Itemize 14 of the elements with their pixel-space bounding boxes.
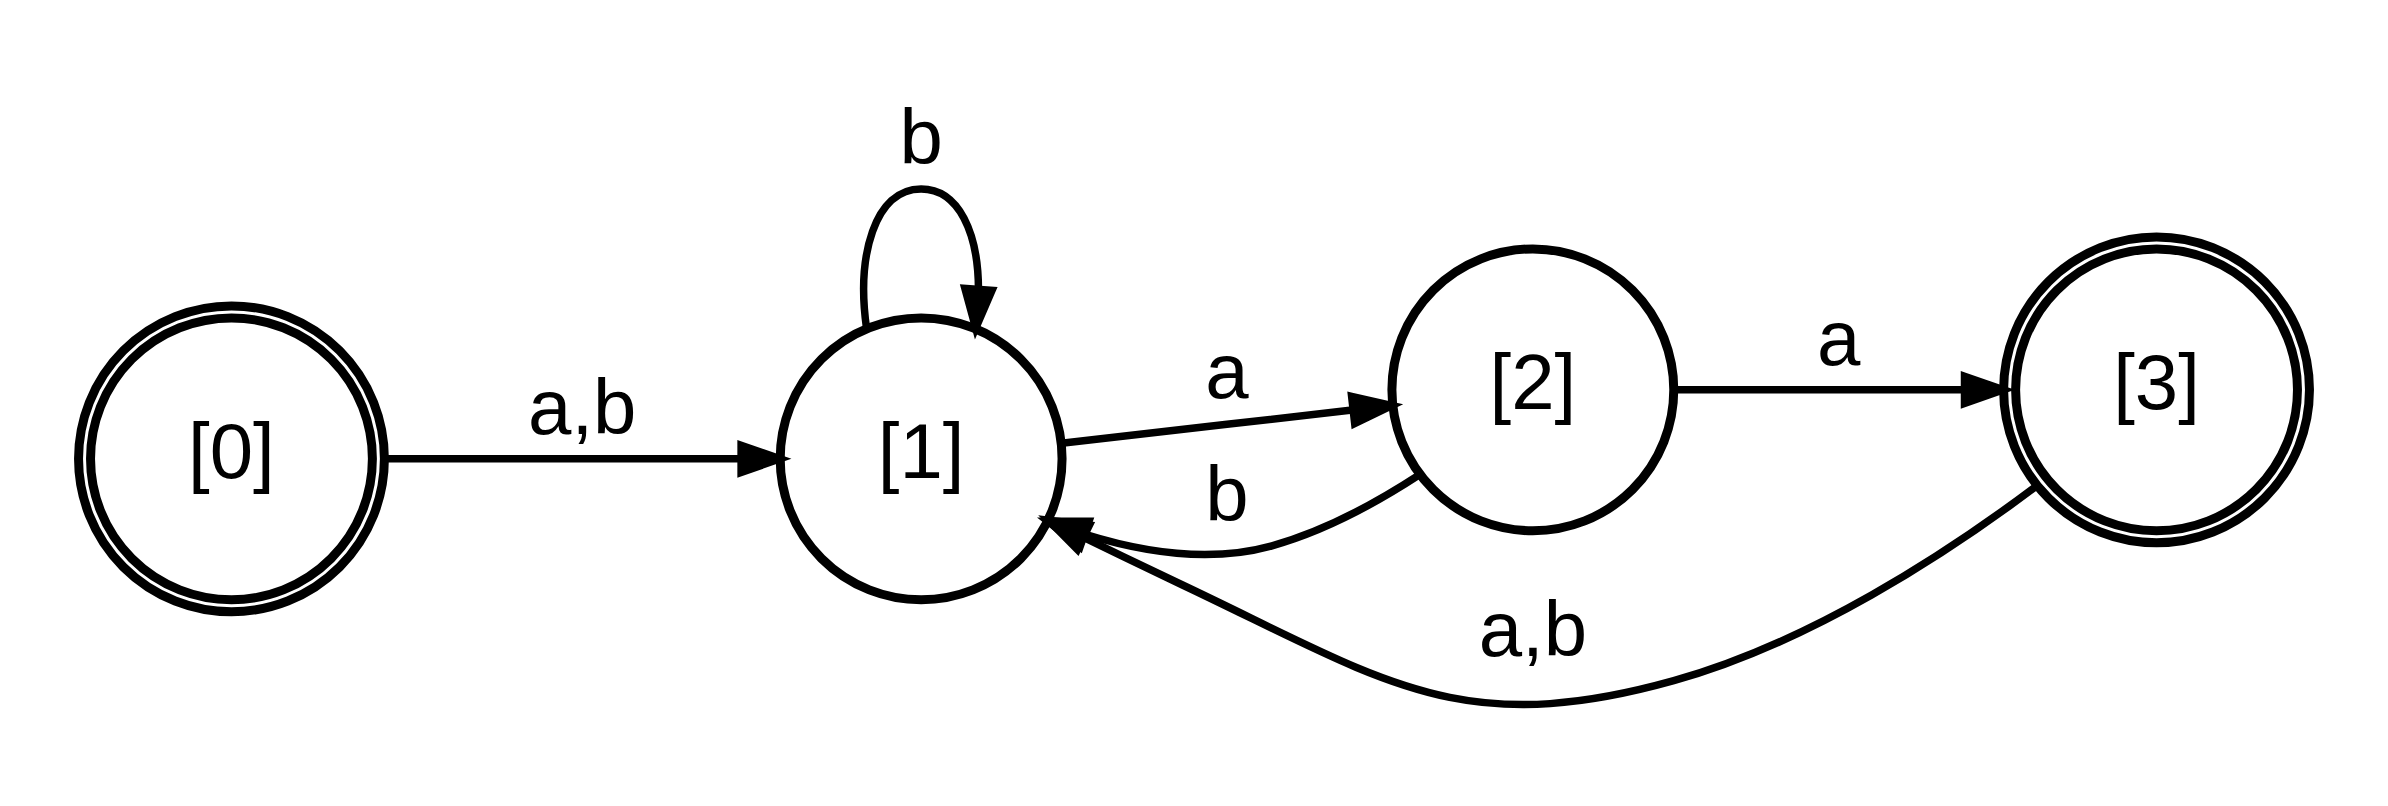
node-circle: [1] bbox=[775, 312, 1067, 604]
arrow bbox=[1061, 391, 1404, 447]
edge-label: a,b bbox=[1478, 584, 1588, 673]
arrow bbox=[384, 439, 792, 478]
edge-label: a,b bbox=[528, 362, 637, 451]
edge-label: b bbox=[899, 92, 943, 181]
edge-label: a bbox=[1205, 326, 1249, 415]
node-circle: [3] bbox=[1999, 231, 2314, 547]
node-circle: [2] bbox=[1387, 243, 1679, 535]
edge-label: a bbox=[1817, 293, 1861, 382]
edge-label: b bbox=[1205, 449, 1249, 538]
arrow bbox=[1674, 370, 2015, 409]
node-circle: [0] bbox=[74, 300, 389, 616]
arrow bbox=[860, 184, 998, 340]
